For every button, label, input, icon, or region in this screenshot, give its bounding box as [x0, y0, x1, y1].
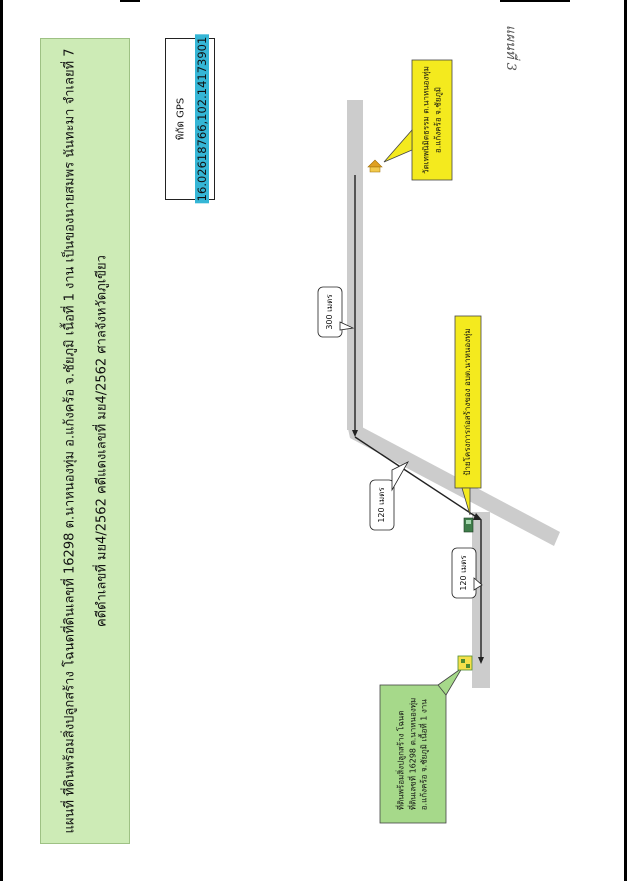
distance-bubble-2-tail [391, 461, 410, 492]
distance-bubble-2 [369, 479, 395, 531]
distance-label-1: 300 เมตร [318, 287, 342, 337]
distance-bubble-1-tail [339, 321, 355, 331]
sign-callout-text: ป้ายโครงการก่อสร้างของ อบต.นาหนองทุ่ม [463, 328, 473, 476]
distance-text-3: 120 เมตร [459, 555, 469, 591]
sign-callout-tail [461, 487, 471, 516]
sign-callout: ป้ายโครงการก่อสร้างของ อบต.นาหนองทุ่ม [455, 316, 481, 488]
property-callout-box [379, 684, 447, 824]
gps-box: พิกัด GPS 16.02618766,102.14173901 [165, 34, 215, 204]
route-arrowhead-1 [352, 430, 358, 437]
property-callout-tail [437, 667, 463, 696]
property-callout: ที่ดินพร้อมสิ่งปลูกสร้าง โฉนด ที่ดินเลขท… [380, 685, 446, 823]
temple-callout-box [411, 59, 453, 181]
sign-callout-box [454, 315, 482, 489]
scan-mark [500, 0, 570, 2]
distance-bubble-3 [451, 547, 477, 599]
distance-label-2: 120 เมตร [370, 480, 394, 530]
temple-icon [367, 159, 383, 173]
distance-bubble-1 [317, 286, 343, 338]
route-arrowhead-2 [473, 513, 482, 520]
temple-callout-tail [383, 128, 413, 163]
distance-text-1: 300 เมตร [325, 294, 335, 330]
road-diagonal [347, 424, 560, 546]
scan-mark [120, 0, 140, 2]
route-arrow-2 [354, 436, 479, 519]
sign-icon [463, 517, 474, 533]
distance-bubble-3-tail [473, 577, 483, 591]
distance-text-2: 120 เมตร [377, 487, 387, 523]
house-icon [457, 655, 473, 671]
distance-label-3: 120 เมตร [452, 548, 476, 598]
temple-callout-text: วัดเทพนิมิตธรรม ต.นาหนองทุ่ม อ.แก้งคร้อ … [421, 66, 442, 174]
temple-callout: วัดเทพนิมิตธรรม ต.นาหนองทุ่ม อ.แก้งคร้อ … [412, 60, 452, 180]
title-box: แผนที่ ที่ดินพร้อมสิ่งปลูกสร้าง โฉนดที่ด… [40, 38, 130, 844]
property-callout-text: ที่ดินพร้อมสิ่งปลูกสร้าง โฉนด ที่ดินเลขท… [396, 697, 429, 811]
route-arrowhead-3 [478, 657, 484, 664]
